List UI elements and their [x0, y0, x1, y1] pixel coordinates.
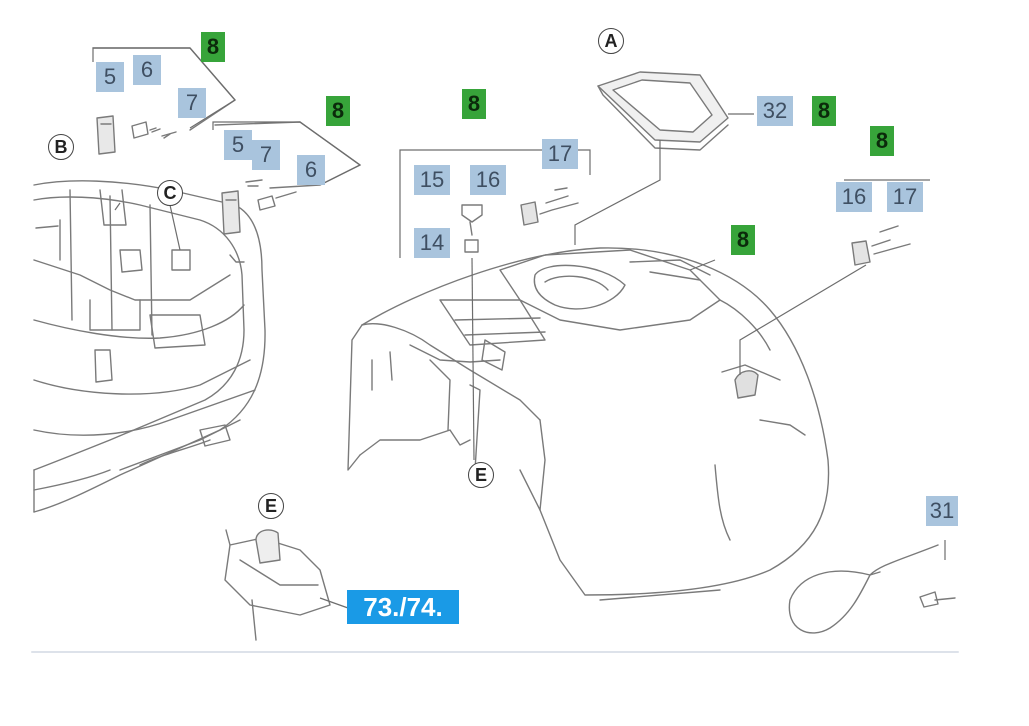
part-label-73-74[interactable]: 73./74.	[347, 590, 459, 624]
latch-assembly-right	[214, 121, 361, 235]
part-label-15: 15	[414, 165, 450, 195]
fasteners-right	[851, 225, 911, 266]
leader-group-left	[92, 47, 236, 129]
leader-73	[319, 597, 349, 609]
part-label-8-group-center: 8	[462, 89, 486, 119]
part-label-8-group-left: 8	[201, 32, 225, 62]
part-label-17b: 17	[887, 182, 923, 212]
leader-8-hood	[689, 259, 716, 271]
gasket-drawing	[597, 71, 729, 151]
callout-e-lower-text: E	[264, 495, 277, 516]
leader-right-to-hood	[739, 264, 867, 375]
hood-cover-drawing	[347, 247, 830, 601]
part-label-17: 17	[542, 139, 578, 169]
leader-group-center	[399, 149, 591, 258]
callout-e-center: E	[468, 462, 494, 488]
callout-b: B	[48, 134, 74, 160]
part-label-7b: 7	[252, 140, 280, 170]
callout-b-text: B	[54, 136, 68, 157]
leader-c	[169, 204, 181, 251]
callout-a: A	[598, 28, 624, 54]
base-housing-drawing	[33, 180, 266, 513]
part-73-74-drawing	[224, 529, 331, 641]
part-label-6: 6	[133, 55, 161, 85]
leader-group-mid	[212, 121, 362, 186]
part-label-8-group-right: 8	[870, 126, 894, 156]
part-label-31: 31	[926, 496, 958, 526]
callout-e-center-text: E	[474, 464, 487, 485]
leader-e-center	[471, 257, 475, 461]
part-label-5b: 5	[224, 130, 252, 160]
part-label-16: 16	[470, 165, 506, 195]
part-label-8-hood: 8	[731, 225, 755, 255]
part-label-5: 5	[96, 62, 124, 92]
fasteners-center	[461, 187, 579, 253]
part-label-6b: 6	[297, 155, 325, 185]
leader-gasket	[574, 140, 661, 245]
callout-a-text: A	[604, 30, 618, 51]
part-label-8-gasket: 8	[812, 96, 836, 126]
part-label-16b: 16	[836, 182, 872, 212]
part-label-7: 7	[178, 88, 206, 118]
leader-b	[114, 202, 121, 211]
callout-c-text: C	[163, 182, 177, 203]
part-label-8-group-mid: 8	[326, 96, 350, 126]
part-label-32: 32	[757, 96, 793, 126]
callout-c: C	[157, 180, 183, 206]
part-label-14: 14	[414, 228, 450, 258]
cable-drawing	[788, 544, 956, 634]
callout-e-lower: E	[258, 493, 284, 519]
